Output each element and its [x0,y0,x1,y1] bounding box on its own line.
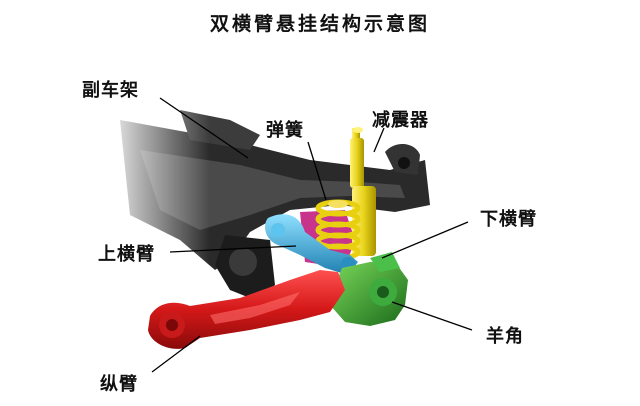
leader-knuckle [391,301,473,331]
leader-lower-arm [381,221,469,259]
leader-upper-arm [169,245,297,253]
label-shock-absorber: 减震器 [372,110,429,131]
label-upper-arm: 上横臂 [98,244,155,265]
knuckle-shape [330,252,408,326]
leader-lines [151,97,473,373]
label-subframe: 副车架 [82,80,139,101]
label-spring: 弹簧 [266,120,304,141]
subframe-fade [100,90,210,290]
label-lower-arm: 下横臂 [480,209,537,230]
leader-shock [373,127,385,153]
spring-top-cap [328,200,348,208]
leader-trailing-arm [151,335,201,373]
label-trailing-arm: 纵臂 [100,374,138,395]
trailing-arm-shape [148,270,345,349]
diagram-title: 双横臂悬挂结构示意图 [209,13,430,35]
label-knuckle: 羊角 [486,326,524,347]
leader-spring [307,141,327,201]
leader-subframe [159,97,249,159]
